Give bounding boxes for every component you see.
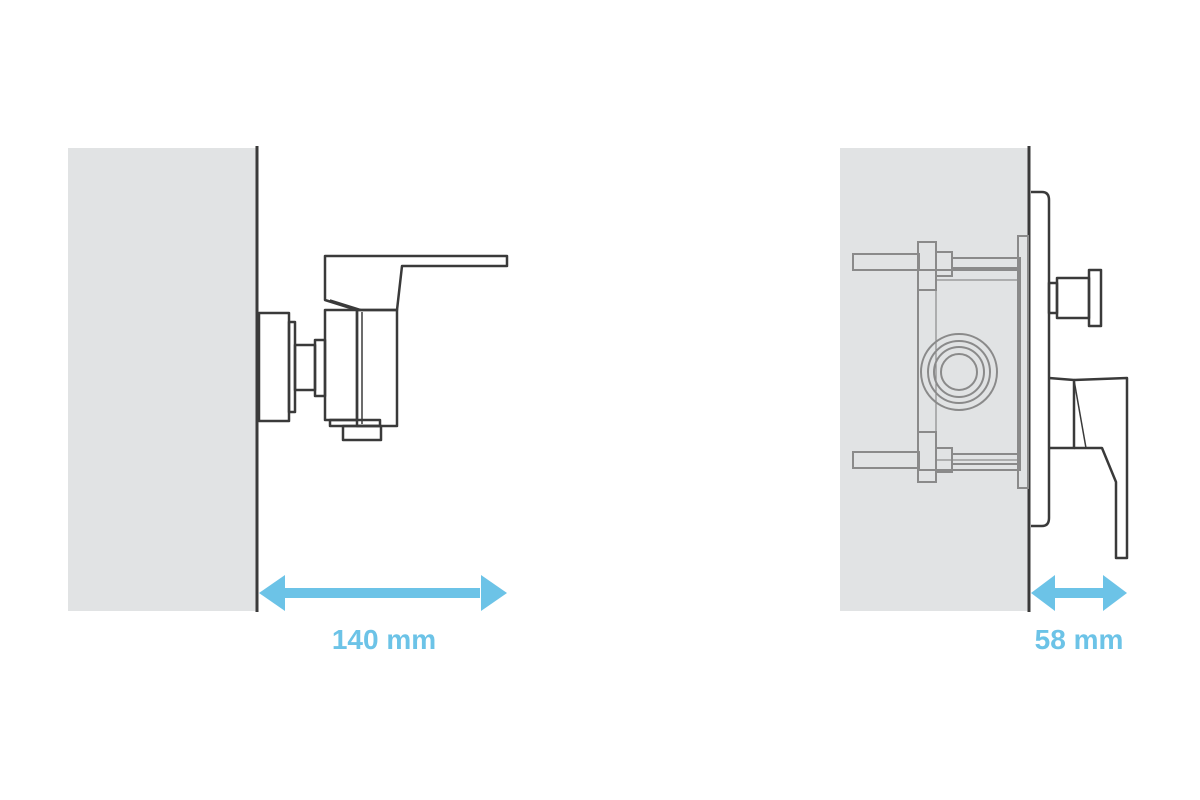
depth-58-arrow (1031, 575, 1127, 611)
right-wall-block (840, 148, 1028, 611)
depth-140-label: 140 mm (332, 624, 436, 655)
exposed-mixer-panel: 140 mm (68, 146, 509, 655)
concealed-mixer-trim (1031, 190, 1129, 560)
concealed-mixer-panel: 58 mm (840, 146, 1129, 655)
left-wall-block (68, 148, 256, 611)
exposed-mixer-drawing (257, 254, 509, 442)
in-wall-installation-box (852, 235, 1029, 489)
depth-140-arrow (259, 575, 507, 611)
depth-58-label: 58 mm (1035, 624, 1124, 655)
